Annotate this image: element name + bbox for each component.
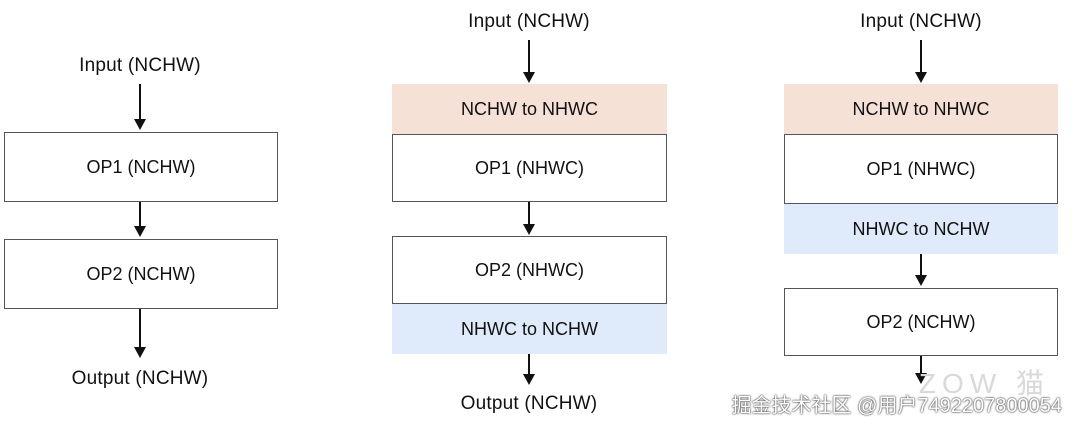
diagram-1-op2-label: OP2 (NCHW) [86,263,196,284]
diagram-2-op2-box: OP2 (NHWC) [392,236,667,304]
diagram-2-convert-to-nhwc-label: NCHW to NHWC [461,98,598,119]
diagram-2-convert-to-nchw-box: NHWC to NCHW [392,304,667,354]
diagram-3-op1-box: OP1 (NHWC) [784,134,1058,204]
diagram-3-op2-label: OP2 (NCHW) [866,311,976,332]
diagram-2-input-label: Input (NCHW) [468,11,590,32]
diagram-2-op1-box: OP1 (NHWC) [392,134,667,202]
diagram-3-convert-to-nchw-box: NHWC to NCHW [784,204,1058,254]
diagram-3-op2-box: OP2 (NCHW) [784,288,1058,356]
diagram-3-input-label: Input (NCHW) [860,11,982,32]
diagram-3-convert-to-nhwc-label: NCHW to NHWC [852,98,990,119]
diagram-1-op1-label: OP1 (NCHW) [86,156,196,177]
diagram-3-convert-to-nhwc-box: NCHW to NHWC [784,84,1058,134]
diagram-2-convert-to-nhwc-box: NCHW to NHWC [392,84,667,134]
diagram-3-convert-to-nchw-label: NHWC to NCHW [852,218,990,239]
diagram-2-convert-to-nchw-label: NHWC to NCHW [461,318,598,339]
diagram-2-op1-label: OP1 (NHWC) [475,157,584,178]
diagram-3-op1-label: OP1 (NHWC) [866,158,976,179]
diagram-2-output-label: Output (NCHW) [460,393,598,414]
watermark-text: 掘金技术社区 @用户7492207800054 [731,395,1062,417]
diagram-1-op2-box: OP2 (NCHW) [4,239,278,309]
watermark-logo: ZOW 猫 [918,368,1050,399]
diagram-2-op2-label: OP2 (NHWC) [475,259,584,280]
diagram-1-output-label: Output (NCHW) [71,368,209,389]
diagram-1-op1-box: OP1 (NCHW) [4,132,278,202]
diagram-1-input-label: Input (NCHW) [79,55,201,76]
